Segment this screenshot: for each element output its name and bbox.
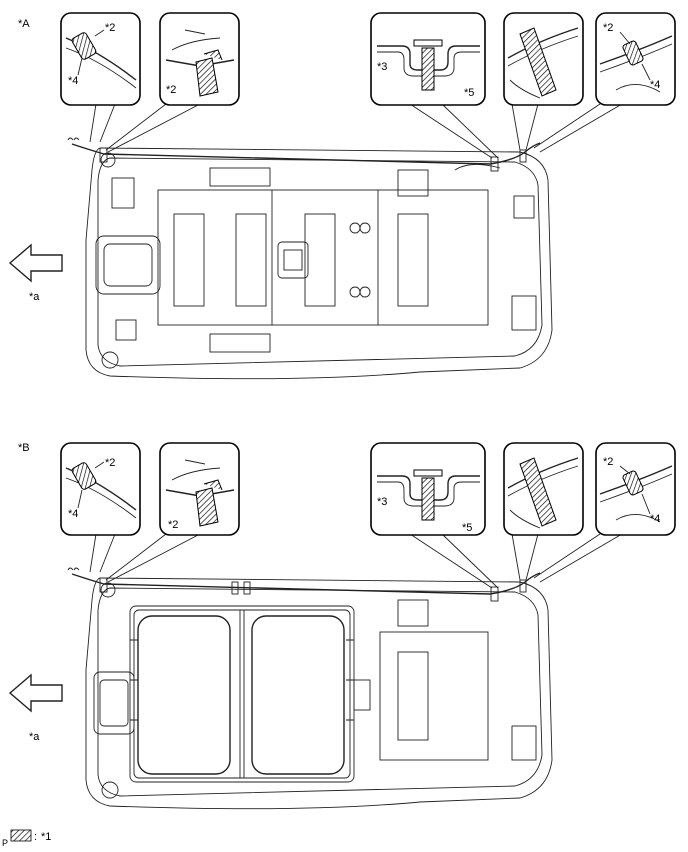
callout-clamp-front-a: *2 *4	[60, 12, 141, 106]
callout-b5-bottom-label: *4	[650, 513, 660, 525]
callout-b5-top-label: *2	[603, 456, 613, 468]
callout-a5-bottom-label: *4	[650, 79, 660, 91]
leader-lines-b	[89, 533, 623, 589]
forward-arrow-icon	[8, 243, 63, 283]
forward-arrow-icon	[8, 673, 63, 713]
callout-clamp-front-b: *2 *4	[60, 442, 141, 536]
view-b-label: *B	[18, 442, 30, 454]
legend-separator: :	[34, 831, 37, 843]
view-b: *B *a	[8, 442, 676, 810]
legend: P : *1	[2, 829, 51, 848]
callout-tape-b	[503, 442, 584, 536]
view-a: *A *a	[8, 12, 676, 380]
callout-a3-right-label: *5	[464, 87, 474, 99]
callout-a3-left-label: *3	[377, 61, 387, 73]
direction-label-b: *a	[29, 731, 40, 743]
callout-clip-a: *2	[159, 12, 240, 106]
legend-hatch-swatch	[10, 829, 32, 842]
callout-b1-top-label: *2	[105, 457, 115, 469]
headliner-b	[85, 577, 553, 810]
legend-prefix: P	[2, 838, 8, 848]
callout-section-b: *3 *5	[370, 442, 486, 536]
wire-harness-b	[71, 572, 541, 595]
callout-a1-bottom-label: *4	[68, 75, 78, 87]
callout-tape-a	[503, 12, 584, 106]
callout-b2-label: *2	[168, 519, 178, 531]
callout-b3-right-label: *5	[462, 522, 472, 534]
callout-clamp-rear-a: *2 *4	[595, 12, 676, 106]
callout-section-a: *3 *5	[370, 12, 486, 106]
callout-a2-label: *2	[166, 84, 176, 96]
callout-clip-b: *2	[159, 442, 240, 536]
headliner-a	[85, 147, 553, 380]
callout-b3-left-label: *3	[377, 496, 387, 508]
leader-lines-a	[89, 103, 623, 159]
callout-a1-top-label: *2	[105, 22, 115, 34]
view-a-label: *A	[18, 18, 30, 30]
direction-label-a: *a	[29, 291, 40, 303]
legend-label: *1	[41, 831, 51, 843]
wire-harness-a	[71, 142, 541, 165]
callout-clamp-rear-b: *2 *4	[595, 442, 676, 536]
callout-b1-bottom-label: *4	[68, 508, 78, 520]
callout-a5-top-label: *2	[603, 22, 613, 34]
